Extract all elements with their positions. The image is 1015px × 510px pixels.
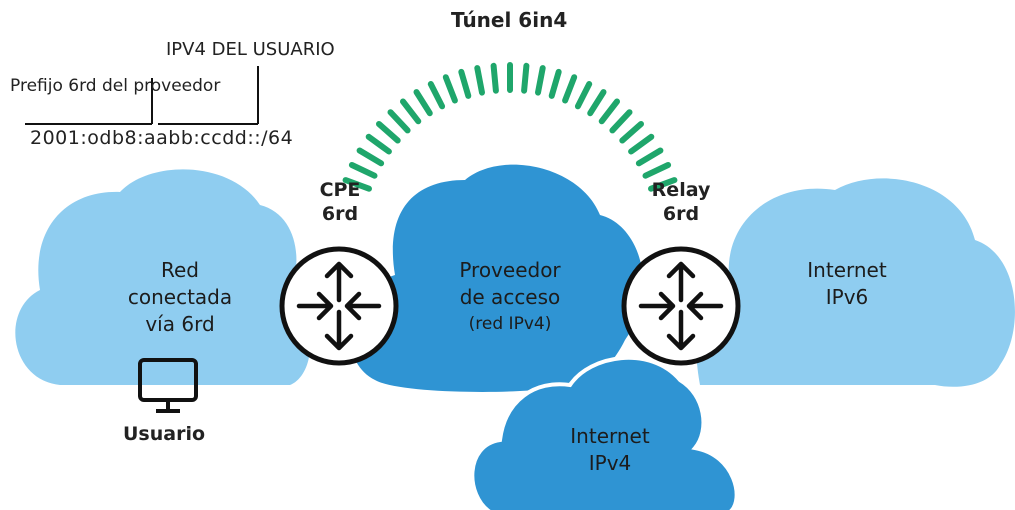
tunnel-dash <box>562 74 578 104</box>
tunnel-dash <box>376 121 401 144</box>
tunnel-dash <box>548 68 562 99</box>
tunnel-dash <box>535 65 546 96</box>
router-body <box>621 246 741 366</box>
tunnel-dash <box>642 162 672 179</box>
tunnel-dash <box>342 177 372 192</box>
router-arrow-down <box>324 309 354 351</box>
tunnel-dash <box>427 81 446 110</box>
user-label: Usuario <box>123 423 206 445</box>
user-network-line3: vía 6rd <box>145 312 215 336</box>
cloud-internet-ipv4 <box>470 355 739 510</box>
cpe-label-line1: CPE <box>319 179 361 201</box>
router-arrow-in-left <box>638 291 676 321</box>
cloud-user-network <box>15 169 310 385</box>
tunnel-dash <box>628 133 655 155</box>
router-arrow-down <box>666 309 696 351</box>
cloud-provider <box>350 164 644 392</box>
provider-label: Proveedor de acceso (red IPv4) <box>445 257 575 338</box>
internet-ipv4-line2: IPv4 <box>588 451 632 475</box>
tunnel-dash <box>598 98 620 125</box>
internet-ipv6-line1: Internet <box>807 258 887 282</box>
tunnel-dash <box>474 65 485 96</box>
internet-ipv6-line2: IPv6 <box>825 285 869 309</box>
internet-ipv6-label: Internet IPv6 <box>787 257 907 311</box>
address-brackets <box>25 66 259 125</box>
router-arrow-in-right <box>686 291 724 321</box>
tunnel-dash <box>387 109 411 134</box>
router-arrow-in-right <box>344 291 382 321</box>
tunnel-dash <box>365 133 392 155</box>
cpe-router-icon <box>279 246 399 366</box>
cloud-internet-ipv6 <box>696 178 1015 387</box>
relay-label-line1: Relay <box>651 179 711 201</box>
internet-ipv4-line1: Internet <box>570 424 650 448</box>
cpe-label: CPE 6rd <box>310 178 370 226</box>
provider-line1: Proveedor <box>459 258 561 282</box>
tunnel-dash <box>521 62 530 94</box>
user-network-line2: conectada <box>127 285 233 309</box>
tunnel-dash <box>356 147 385 167</box>
internet-ipv4-label: Internet IPv4 <box>550 423 670 477</box>
relay-label-line2: 6rd <box>662 203 700 225</box>
tunnel-dash <box>609 109 633 134</box>
monitor-icon <box>138 358 198 413</box>
cpe-label-line2: 6rd <box>321 203 359 225</box>
provider-line3: (red IPv4) <box>468 314 552 334</box>
prefix-label: Prefijo 6rd del proveedor <box>10 76 221 96</box>
relay-router-icon <box>621 246 741 366</box>
router-body <box>279 246 399 366</box>
tunnel-dash <box>442 74 458 104</box>
tunnel-arc <box>342 62 678 192</box>
tunnel-dash <box>348 162 378 179</box>
tunnel-dash <box>619 121 644 144</box>
tunnel-dash <box>587 89 607 117</box>
address-value: 2001:odb8:aabb:ccdd::/64 <box>30 127 294 149</box>
tunnel-dash <box>458 68 472 99</box>
tunnel-dash <box>635 147 664 167</box>
tunnel-dash <box>413 89 433 117</box>
router-arrow-up <box>666 261 696 303</box>
tunnel-dash <box>648 177 678 192</box>
tunnel-dash <box>490 62 499 94</box>
user-network-label: Red conectada vía 6rd <box>120 257 240 338</box>
tunnel-dash <box>400 98 422 125</box>
user-ipv4-label: IPV4 DEL USUARIO <box>166 39 335 60</box>
relay-label: Relay 6rd <box>641 178 721 226</box>
tunnel-label: Túnel 6in4 <box>451 8 568 32</box>
router-arrow-in-left <box>296 291 334 321</box>
provider-line2: de acceso <box>459 285 561 309</box>
user-network-line1: Red <box>161 258 199 282</box>
tunnel-dash <box>574 81 593 110</box>
router-arrow-up <box>324 261 354 303</box>
